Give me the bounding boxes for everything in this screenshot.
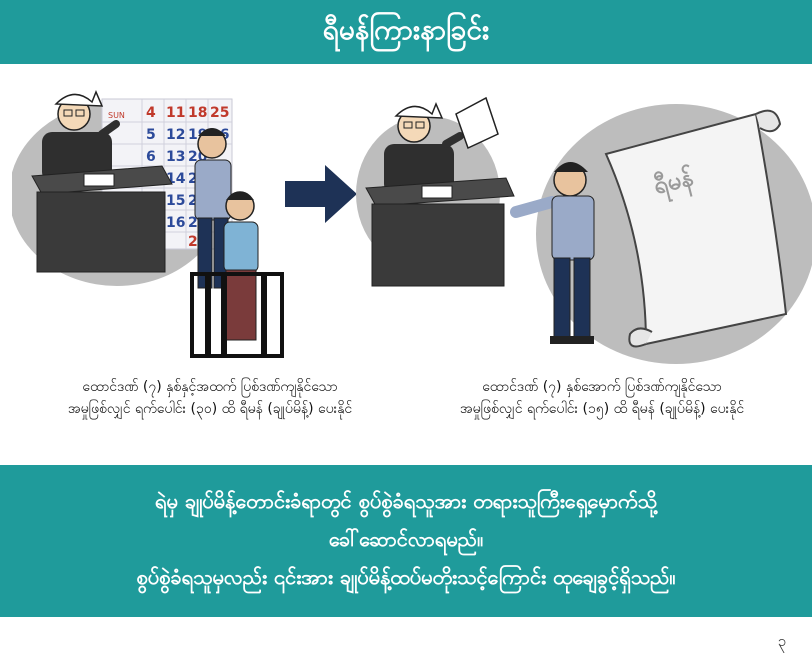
calendar-number: 25	[210, 105, 229, 121]
scene-long-sentence: SUN 4 11 18 25 5 12 19 26 6 13 20 14 21 …	[12, 84, 342, 364]
page-number: ၃	[777, 632, 786, 650]
caption-short-sentence: ထောင်ဒဏ် (၇) နှစ်အောက် ပြစ်ဒဏ်ကျနိုင်သော…	[412, 376, 792, 420]
calendar-number: 12	[166, 127, 185, 143]
banner-line: ခေါ်ဆောင်လာရမည်။	[328, 527, 484, 551]
police-officer-figure	[194, 128, 232, 289]
police-officer-figure	[510, 162, 595, 344]
accused-figure	[223, 191, 259, 341]
calendar-number: 11	[166, 105, 185, 121]
document	[455, 96, 499, 150]
page-header: ရီမန်ကြားနာခြင်း	[0, 0, 812, 64]
cage	[190, 272, 284, 358]
judge-figure	[384, 96, 499, 194]
remand-scroll: ရီမန်	[604, 109, 788, 348]
calendar-number: 6	[146, 149, 156, 165]
page-title: ရီမန်ကြားနာခြင်း	[322, 13, 490, 46]
calendar-number: 18	[188, 105, 207, 121]
caption-line: အမှုဖြစ်လျှင် ရက်ပေါင်း (၁၅) ထိ ရီမန် (ခ…	[459, 401, 745, 417]
caption-line: ထောင်ဒဏ် (၇) နှစ်အောက် ပြစ်ဒဏ်ကျနိုင်သော	[482, 379, 722, 395]
calendar-number: 15	[166, 193, 185, 209]
courtroom-illustration-left: SUN 4 11 18 25 5 12 19 26 6 13 20 14 21 …	[12, 90, 284, 358]
calendar-number: 4	[146, 105, 156, 121]
calendar-number: 16	[166, 215, 185, 231]
info-banner: ရဲမှ ချုပ်မိန့်တောင်းခံရာတွင် စွပ်စွဲခံရ…	[0, 465, 812, 617]
judge-desk	[365, 177, 515, 287]
calendar-label: SUN	[108, 111, 125, 120]
judge-desk	[31, 165, 173, 273]
scene-short-sentence: ရီမန်	[356, 84, 812, 364]
calendar-number: 13	[166, 149, 185, 165]
banner-line: ရဲမှ ချုပ်မိန့်တောင်းခံရာတွင် စွပ်စွဲခံရ…	[155, 489, 657, 513]
right-arrow-icon	[285, 165, 357, 223]
courtroom-illustration-right: ရီမန်	[356, 96, 812, 364]
caption-line: ထောင်ဒဏ် (၇) နှစ်နှင့်အထက် ပြစ်ဒဏ်ကျနိုင…	[82, 379, 338, 395]
caption-line: အမှုဖြစ်လျှင် ရက်ပေါင်း (၃၀) ထိ ရီမန် (ခ…	[67, 401, 353, 417]
caption-long-sentence: ထောင်ဒဏ် (၇) နှစ်နှင့်အထက် ပြစ်ဒဏ်ကျနိုင…	[20, 376, 400, 420]
judge-figure	[42, 90, 120, 182]
calendar-number: 5	[146, 127, 156, 143]
banner-line: စွပ်စွဲခံရသူမှလည်း ၎င်းအား ချုပ်မိန့်ထပ်…	[136, 565, 676, 589]
